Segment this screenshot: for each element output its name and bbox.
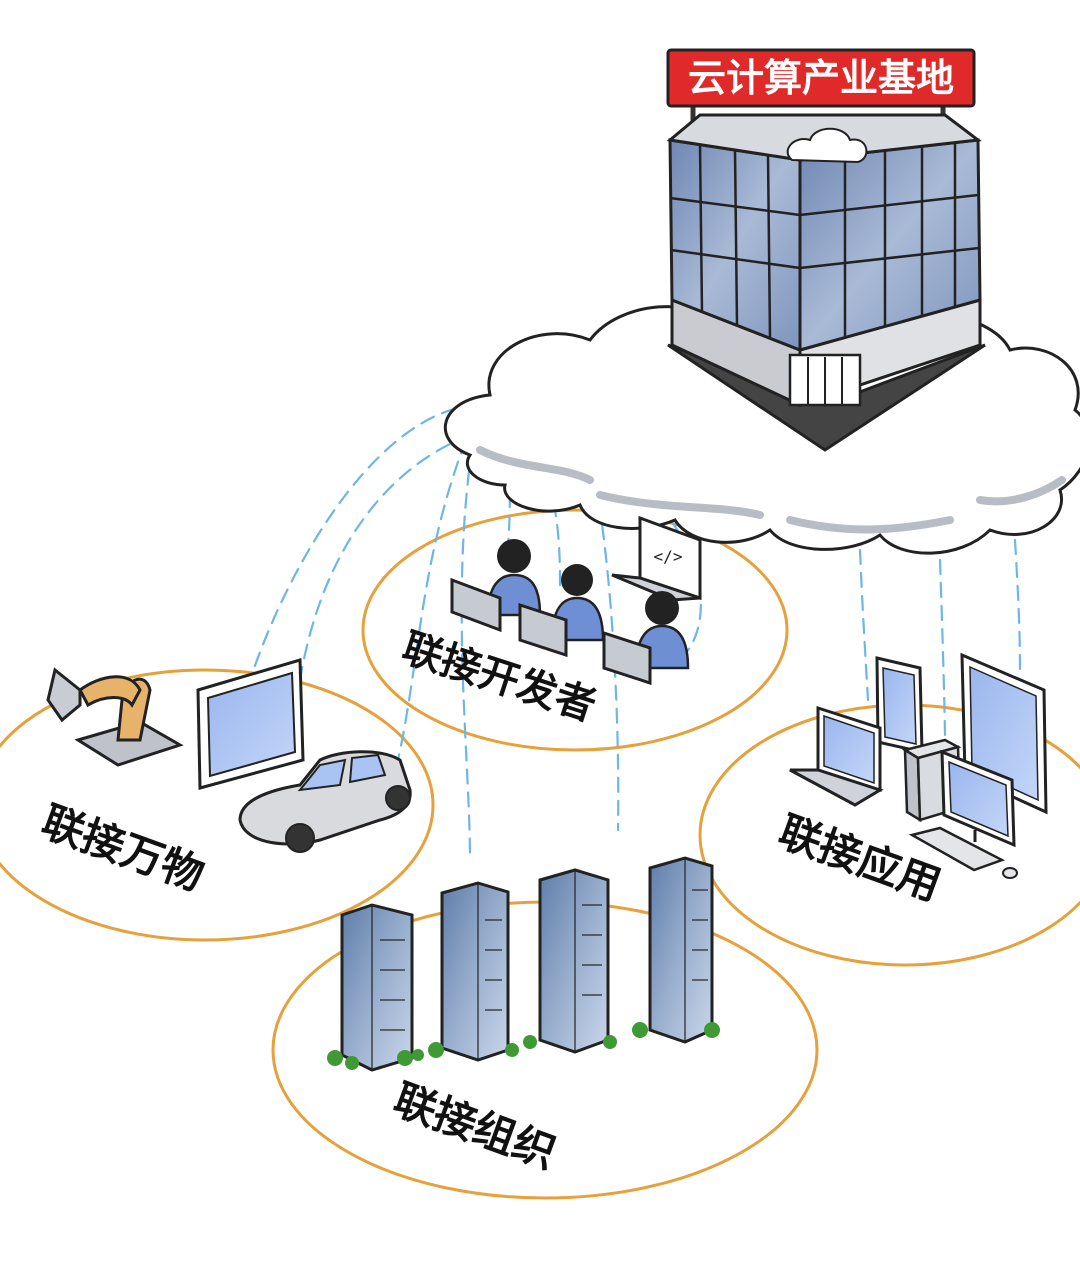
ring-developers <box>361 508 789 752</box>
keyboard-icon <box>908 826 1006 872</box>
office-tower-icon <box>327 856 720 1072</box>
code-laptop-icon: </> <box>611 515 702 602</box>
cloud-computing-hub-building: 云计算产业基地 <box>666 48 986 452</box>
tablet-icon <box>875 652 1048 815</box>
developer-2 <box>518 564 605 658</box>
robot-arm-icon <box>46 667 184 767</box>
cluster-things: 联接万物 <box>36 658 412 901</box>
cluster-label-orgs: 联接组织 <box>388 1075 563 1179</box>
laptop-icon <box>450 577 502 633</box>
mouse-icon <box>1002 867 1018 879</box>
developer-1 <box>450 539 542 633</box>
developer-3 <box>602 591 690 686</box>
desktop-computer-icon <box>901 738 1016 848</box>
cluster-label-things: 联接万物 <box>36 797 211 901</box>
car-icon <box>238 750 412 853</box>
hub-sign-text: 云计算产业基地 <box>688 56 954 100</box>
laptop-icon <box>789 705 884 807</box>
cluster-developers: </> 联接开发者 <box>397 515 702 730</box>
ring-things <box>0 668 435 942</box>
hub-sign: 云计算产业基地 <box>666 48 976 108</box>
svg-text:</>: </> <box>654 547 683 566</box>
cluster-orgs: 联接组织 <box>327 856 720 1179</box>
cluster-label-apps: 联接应用 <box>773 807 948 911</box>
cluster-apps: 联接应用 <box>773 652 1048 911</box>
monitor-icon <box>196 658 305 790</box>
